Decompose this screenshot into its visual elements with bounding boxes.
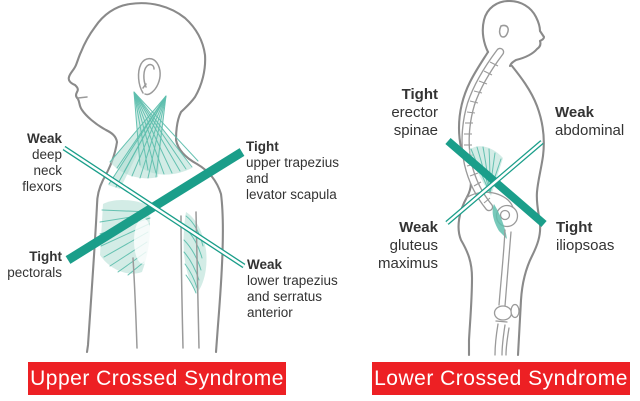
pectoral-highlight [134, 218, 152, 264]
chest-outline [85, 203, 99, 354]
label-weak-gluteus-maximus: Weak gluteus maximus [378, 219, 438, 273]
arm-lines [132, 211, 200, 349]
label-line: upper trapezius [246, 155, 340, 170]
label-line: and [246, 171, 269, 186]
figure-front-outline [510, 64, 545, 357]
label-line: erector [391, 104, 438, 121]
label-line: iliopsoas [556, 237, 615, 254]
label-keyword: Tight [556, 219, 593, 236]
upper-cross-lines [62, 145, 246, 269]
label-weak-deep-neck-flexors: Weak deep neck flexors [0, 131, 62, 195]
label-keyword: Weak [26, 131, 62, 146]
label-line: spinae [393, 122, 438, 139]
figure-back-outline [457, 50, 490, 357]
label-line: pectorals [7, 265, 62, 280]
neck-muscles [108, 91, 199, 189]
label-tight-pectorals: Tight pectorals [7, 249, 62, 281]
label-line: deep neck [31, 147, 62, 178]
banner-upper-crossed-syndrome: Upper Crossed Syndrome [28, 362, 286, 395]
spine [461, 47, 505, 212]
label-line: maximus [377, 255, 438, 272]
ear [137, 57, 161, 96]
leg-bones [493, 229, 520, 356]
label-tight-upper-trapezius: Tight upper trapezius and levator scapul… [246, 139, 339, 203]
upper-body-figure [67, 2, 224, 354]
banner-lower-crossed-syndrome: Lower Crossed Syndrome [372, 362, 630, 395]
label-keyword: Weak [555, 104, 594, 121]
figure-ear [498, 24, 509, 38]
lower-cross-lines [445, 137, 547, 228]
label-line: anterior [247, 305, 293, 320]
label-tight-erector-spinae: Tight erector spinae [391, 86, 438, 140]
label-keyword: Tight [29, 249, 62, 264]
label-line: lower trapezius [247, 273, 338, 288]
label-line: abdominal [555, 122, 625, 139]
iliopsoas-muscle [492, 204, 507, 239]
label-weak-abdominal: Weak abdominal [555, 104, 624, 140]
label-keyword: Tight [401, 86, 438, 103]
label-weak-lower-trapezius: Weak lower trapezius and serratus anteri… [247, 257, 338, 321]
mouth-line [77, 96, 88, 99]
label-line: and serratus [247, 289, 323, 304]
label-line: flexors [22, 179, 62, 194]
label-keyword: Weak [247, 257, 283, 272]
label-line: levator scapula [246, 187, 337, 202]
label-keyword: Weak [399, 219, 438, 236]
label-line: gluteus [389, 237, 438, 254]
label-tight-iliopsoas: Tight iliopsoas [556, 219, 614, 255]
neck-muscle-fibers [108, 91, 199, 188]
label-keyword: Tight [246, 139, 279, 154]
